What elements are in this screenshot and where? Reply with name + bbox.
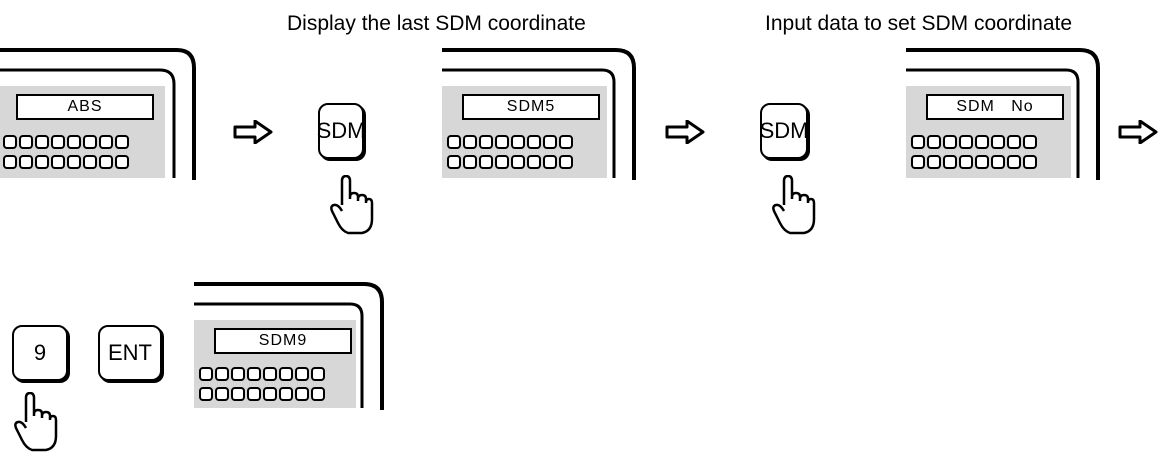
pointing-hand-icon xyxy=(14,392,58,452)
pointing-hand-icon xyxy=(772,175,816,235)
right-arrow-icon xyxy=(665,120,705,144)
caption-input-sdm-data: Input data to set SDM coordinate xyxy=(765,12,1073,35)
panel-frame xyxy=(0,48,196,180)
sdm-button-label: SDM xyxy=(316,118,366,143)
caption-display-last-sdm: Display the last SDM coordinate xyxy=(287,12,586,35)
lcd-display: SDM5 xyxy=(462,94,600,120)
nine-button-label: 9 xyxy=(33,340,47,365)
right-arrow-icon xyxy=(233,120,273,144)
dro-panel-abs: ABS xyxy=(0,48,196,190)
panel-frame xyxy=(442,48,636,180)
ent-button[interactable]: ENT xyxy=(98,325,162,381)
lcd-display: SDM No xyxy=(926,94,1064,120)
ent-button-label: ENT xyxy=(108,340,152,365)
sdm-button-label: SDM xyxy=(759,118,809,143)
pointing-hand-icon xyxy=(330,175,374,235)
dro-panel-sdm9: SDM9 xyxy=(190,282,390,424)
dro-panel-sdm5: SDM5 xyxy=(438,48,638,190)
dro-panel-sdm-no: SDM No xyxy=(902,48,1102,190)
nine-button[interactable]: 9 xyxy=(12,325,68,381)
sdm-button[interactable]: SDM xyxy=(760,103,808,159)
panel-frame xyxy=(906,48,1100,180)
lcd-display: SDM9 xyxy=(214,328,352,354)
lcd-display: ABS xyxy=(16,94,154,120)
sdm-button[interactable]: SDM xyxy=(316,103,366,159)
right-arrow-icon xyxy=(1118,120,1158,144)
panel-frame xyxy=(194,282,384,410)
